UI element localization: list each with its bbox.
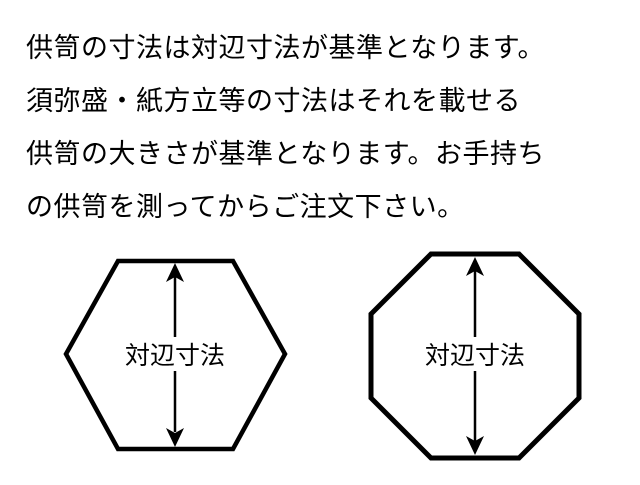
hexagon-label-backdrop	[116, 337, 234, 371]
instruction-line-4: の供笥を測ってからご注文下さい。	[26, 192, 465, 223]
instruction-line-3: 供笥の大きさが基準となります。お手持ち	[26, 139, 545, 170]
hexagon-arrowhead-top	[166, 263, 184, 282]
instruction-line-2: 須弥盛・紙方立等の寸法はそれを載せる	[26, 86, 521, 117]
instruction-line-1: 供笥の寸法は対辺寸法が基準となります。	[26, 33, 545, 64]
hexagon-arrowhead-bottom	[166, 428, 184, 447]
octagon-label-backdrop	[416, 337, 534, 371]
octagon-arrowhead-top	[466, 257, 484, 276]
octagon-outline	[368, 251, 582, 461]
octagon-arrowhead-bottom	[466, 436, 484, 455]
instruction-text: 供笥の寸法は対辺寸法が基準となります。 須弥盛・紙方立等の寸法はそれを載せる 供…	[26, 22, 626, 234]
octagon-label: 対辺寸法	[425, 341, 525, 370]
hexagon-outline	[63, 258, 288, 452]
hexagon-label: 対辺寸法	[125, 341, 225, 370]
